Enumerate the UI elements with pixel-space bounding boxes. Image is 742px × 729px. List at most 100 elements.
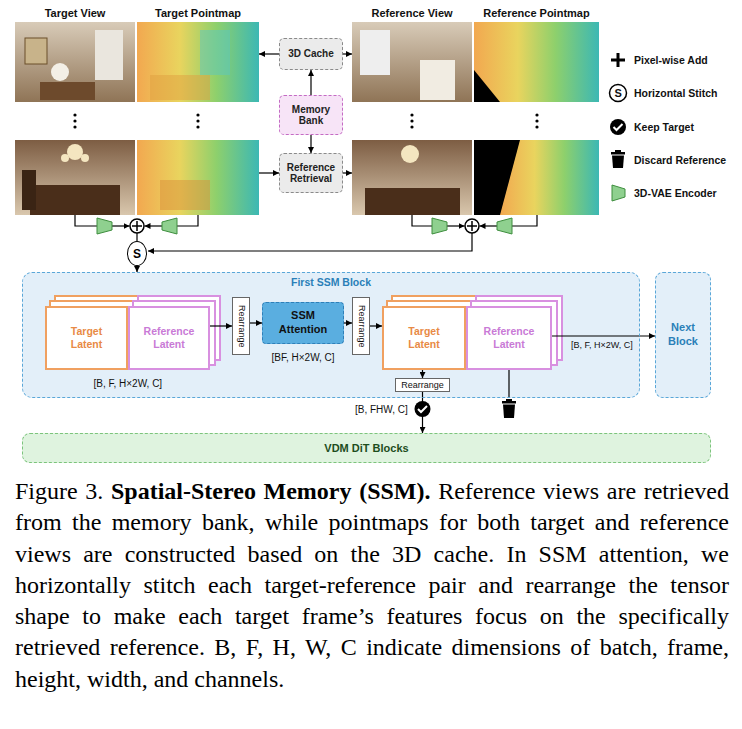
target-pointmap-image <box>137 22 259 102</box>
pixel-add-symbol <box>136 221 138 231</box>
legend-text: Horizontal Stitch <box>634 87 717 100</box>
box-label: Next Block <box>660 321 706 349</box>
vae-encoder <box>432 218 447 234</box>
target-pointmap-image <box>137 22 259 102</box>
dimension-label: [B, FHW, C] <box>355 404 408 415</box>
region-fill <box>22 272 640 398</box>
keep-icon <box>415 401 431 417</box>
vae-encoder <box>497 218 512 234</box>
target-view-photo <box>61 154 69 162</box>
reference-pointmap-image <box>500 140 599 215</box>
target-view-photo <box>40 82 95 100</box>
legend-symbols <box>610 85 627 102</box>
reference-pointmap-image <box>474 140 599 215</box>
box-label: VDM DiT Blocks <box>324 442 408 454</box>
ellipsis-dots <box>535 119 538 122</box>
encoder-wires <box>508 370 509 398</box>
connector-arrow <box>310 70 311 95</box>
legend-symbols <box>611 152 625 155</box>
target-pointmap-image <box>137 140 259 215</box>
target-view-photo <box>25 38 47 64</box>
encoder-wires <box>480 225 498 226</box>
vae-encoder <box>97 218 512 234</box>
keep-icon <box>418 406 427 412</box>
rearrange-box: Rearrange <box>352 297 370 355</box>
target-view-photo <box>30 185 120 215</box>
discard-icon <box>506 399 512 401</box>
legend-symbols <box>611 53 625 67</box>
vae-encoder <box>97 218 112 234</box>
target-view-photo <box>95 30 123 80</box>
dit-band: VDM DiT Blocks <box>22 433 711 463</box>
box-label: Reference Latent <box>478 325 540 351</box>
target-pointmap-image <box>160 180 210 210</box>
memory-box: Memory Bank <box>279 95 343 135</box>
box-label: SSM Attention <box>275 309 331 337</box>
discard-icon <box>502 399 516 418</box>
encoder-wires <box>512 215 537 226</box>
box-label: Reference Latent <box>140 325 198 351</box>
latent-box: Target Latent <box>382 306 466 370</box>
connector-arrow <box>259 53 279 54</box>
target-pointmap-image <box>150 75 210 100</box>
encoder-wires <box>259 172 279 173</box>
box-label: Target Latent <box>57 325 116 351</box>
pixel-add-symbol <box>465 219 479 233</box>
legend-symbols <box>610 53 627 201</box>
rearrange-box: Rearrange <box>395 378 450 392</box>
reference-view-photo <box>352 22 472 102</box>
keep-icon <box>415 401 431 417</box>
box-label: Rearrange <box>237 305 246 348</box>
attention-box: SSM Attention <box>262 302 344 344</box>
connector-arrow <box>370 325 382 326</box>
dimension-label: [B, F, H×2W, C] <box>94 378 163 389</box>
box-label: 3D Cache <box>288 48 334 60</box>
box-label: Memory Bank <box>283 104 339 127</box>
reference-view-photo <box>365 188 460 215</box>
target-pointmap-image <box>137 140 259 215</box>
symbol-letter: S <box>615 87 622 99</box>
reference-view-photo <box>352 140 472 215</box>
image-panel: Target Pointmap <box>137 22 259 102</box>
latent-box: Reference Latent <box>128 306 210 370</box>
connector-arrow <box>210 325 232 326</box>
reference-pointmap-image <box>474 70 500 102</box>
connector-arrow <box>310 135 311 153</box>
panel-title: Target Pointmap <box>155 7 241 19</box>
ellipsis-dots <box>535 125 538 128</box>
pixel-add-symbol <box>130 219 144 233</box>
panel-title: Target View <box>45 7 106 19</box>
reference-view-photo <box>352 140 472 215</box>
target-view-photo <box>81 154 89 162</box>
legend-symbols <box>615 150 621 152</box>
discard-icon <box>502 401 516 404</box>
legend-symbols <box>612 156 624 169</box>
target-view-photo <box>51 63 69 81</box>
panel-title: Reference View <box>371 7 452 19</box>
legend-symbols <box>614 124 623 130</box>
reference-view-photo <box>360 30 390 75</box>
ellipsis-dots <box>535 113 538 116</box>
pixel-add-symbol <box>471 221 473 231</box>
box-label: Rearrange <box>357 305 366 348</box>
image-panel: Reference View <box>352 22 472 102</box>
ellipsis-dots <box>73 119 76 122</box>
legend-text: Pixel-wise Add <box>634 54 708 67</box>
ellipsis-dots <box>196 119 199 122</box>
encoder-wires <box>412 215 432 226</box>
reference-view-photo <box>401 145 419 163</box>
ellipsis-dots <box>196 125 199 128</box>
ellipsis-dots <box>196 113 199 116</box>
edge-label: [B, F, H×2W, C] <box>571 340 633 350</box>
next-block-box: Next Block <box>655 272 711 398</box>
discard-icon <box>503 405 515 419</box>
dimension-label: [BF, H×2W, C] <box>272 352 335 363</box>
cache-box: Reference Retrieval <box>279 153 343 193</box>
panel-title: Reference Pointmap <box>483 7 589 19</box>
reference-view-photo <box>352 22 472 102</box>
ellipsis-dots <box>410 125 413 128</box>
target-pointmap-image <box>200 30 230 75</box>
target-view-photo <box>15 22 135 102</box>
box-label: Rearrange <box>401 381 444 390</box>
ellipsis-dots <box>73 113 76 116</box>
